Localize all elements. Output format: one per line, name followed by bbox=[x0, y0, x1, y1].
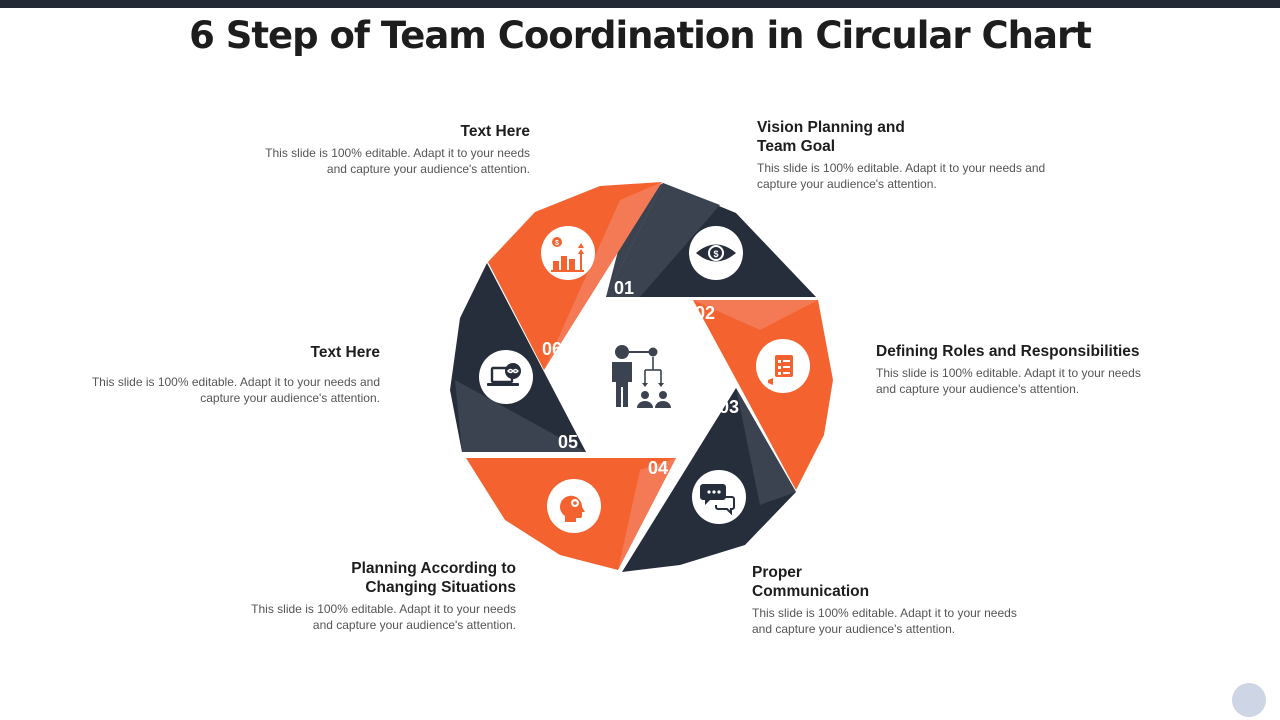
step-description-06: This slide is 100% editable. Adapt it to… bbox=[265, 146, 530, 176]
step-heading-02: Defining Roles and Responsibilities bbox=[876, 343, 1140, 360]
team-hierarchy-icon bbox=[612, 345, 671, 408]
step-description-04: This slide is 100% editable. Adapt it to… bbox=[251, 602, 516, 632]
step-heading-04: Planning According to Changing Situation… bbox=[351, 560, 516, 596]
slide-title: 6 Step of Team Coordination in Circular … bbox=[189, 14, 1092, 57]
step-number-05: 05 bbox=[558, 432, 578, 452]
step-text-06: Text Here This slide is 100% editable. A… bbox=[250, 122, 530, 177]
step-text-03: Proper Communication This slide is 100% … bbox=[752, 563, 1032, 637]
step-number-04: 04 bbox=[648, 458, 668, 478]
step-description-03: This slide is 100% editable. Adapt it to… bbox=[752, 606, 1017, 636]
step-description-01: This slide is 100% editable. Adapt it to… bbox=[757, 161, 1046, 191]
step-text-02: Defining Roles and Responsibilities This… bbox=[876, 342, 1156, 397]
step-number-01: 01 bbox=[614, 278, 634, 298]
step-text-04: Planning According to Changing Situation… bbox=[238, 559, 516, 633]
step-number-02: 02 bbox=[695, 303, 715, 323]
step-heading-05: Text Here bbox=[310, 344, 381, 361]
head-gear-icon bbox=[547, 479, 601, 533]
checklist-icon bbox=[756, 339, 810, 393]
step-heading-01: Vision Planning and Team Goal bbox=[757, 119, 905, 155]
chat-bubbles-icon bbox=[692, 470, 746, 524]
step-description-02: This slide is 100% editable. Adapt it to… bbox=[876, 366, 1141, 396]
eye-dollar-icon: $ bbox=[689, 226, 743, 280]
laptop-infinity-icon bbox=[479, 350, 533, 404]
step-heading-03: Proper Communication bbox=[752, 564, 870, 600]
step-description-05: This slide is 100% editable. Adapt it to… bbox=[91, 375, 380, 405]
step-number-06: 06 bbox=[542, 339, 562, 359]
slide-nav-button[interactable] bbox=[1232, 683, 1266, 717]
svg-text:$: $ bbox=[555, 240, 559, 247]
step-number-03: 03 bbox=[719, 397, 739, 417]
step-text-01: Vision Planning and Team Goal This slide… bbox=[757, 118, 1057, 192]
step-heading-06: Text Here bbox=[460, 123, 531, 140]
top-bar bbox=[0, 0, 1280, 8]
growth-chart-icon: $ bbox=[541, 226, 595, 280]
svg-text:$: $ bbox=[713, 249, 718, 259]
step-text-05: Text Here This slide is 100% editable. A… bbox=[70, 343, 380, 406]
